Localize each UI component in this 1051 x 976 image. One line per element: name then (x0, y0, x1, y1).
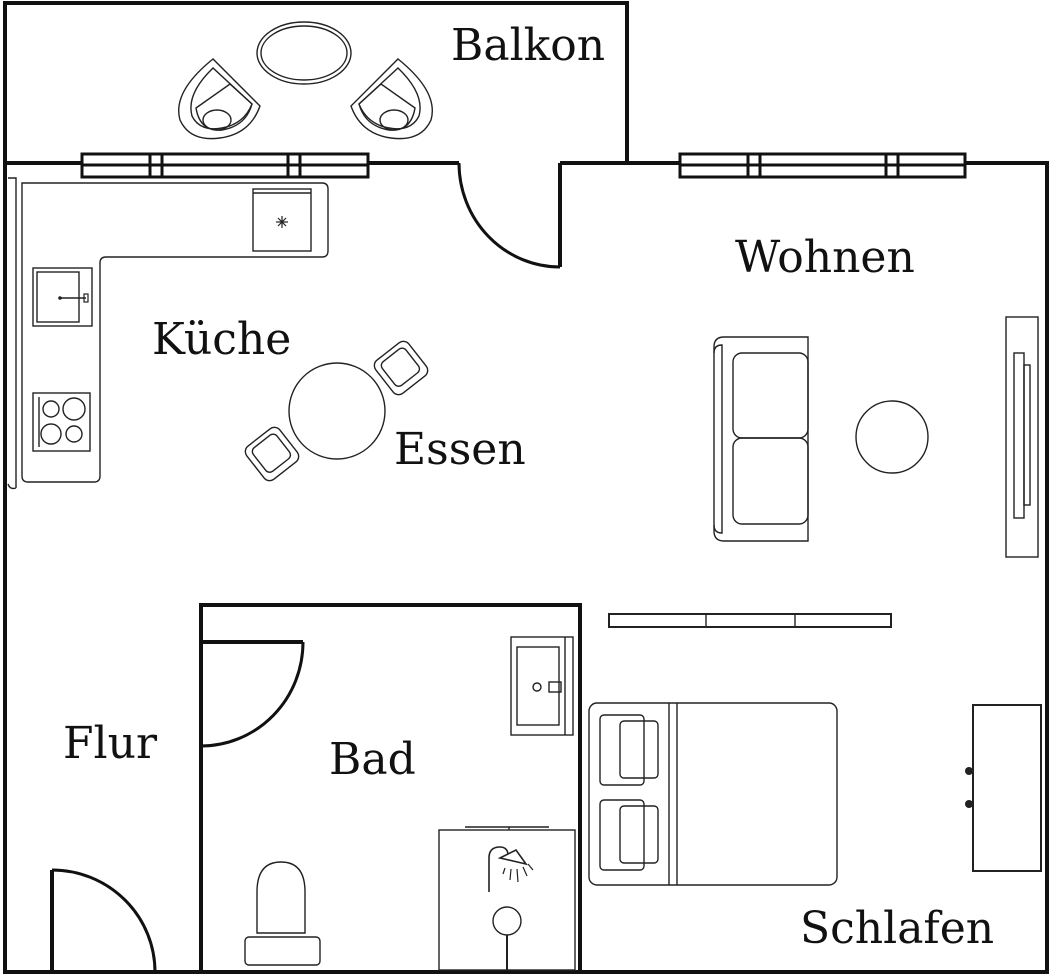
dining-chair-bottom (244, 426, 300, 482)
window-kitchen (80, 152, 370, 179)
kitchen-stove (32, 392, 91, 452)
kitchen-sink (32, 267, 93, 327)
door-entrance (50, 868, 157, 973)
balcony (3, 1, 629, 163)
coffee-table (855, 400, 929, 474)
shower (438, 826, 576, 971)
dining-chair-top (373, 340, 429, 396)
label-schlafen: Schlafen (800, 903, 994, 954)
sofa (713, 336, 809, 542)
door-balcony (457, 162, 562, 269)
door-bathroom (200, 640, 305, 748)
label-flur: Flur (63, 718, 158, 769)
label-bad: Bad (329, 734, 416, 785)
toilet (244, 861, 321, 966)
kitchen-counter (7, 177, 329, 490)
label-wohnen: Wohnen (735, 232, 915, 283)
label-essen: Essen (394, 424, 526, 475)
wardrobe (608, 613, 892, 628)
kitchen-freezer (252, 188, 312, 252)
balcony-table (256, 21, 352, 85)
dresser (965, 704, 1042, 872)
dining-table (288, 362, 386, 460)
label-balkon: Balkon (451, 20, 605, 71)
window-living (678, 152, 967, 179)
outer-walls (3, 161, 1049, 974)
bed (588, 702, 838, 886)
label-kueche: Küche (152, 314, 291, 365)
balcony-armchair-right (350, 58, 433, 140)
balcony-armchair-left (178, 58, 261, 140)
shower-head-icon (488, 846, 534, 892)
snowflake-icon (276, 216, 288, 228)
bathroom-sink (510, 636, 574, 736)
bathroom-walls (199, 603, 582, 972)
tv-console (1005, 316, 1039, 558)
